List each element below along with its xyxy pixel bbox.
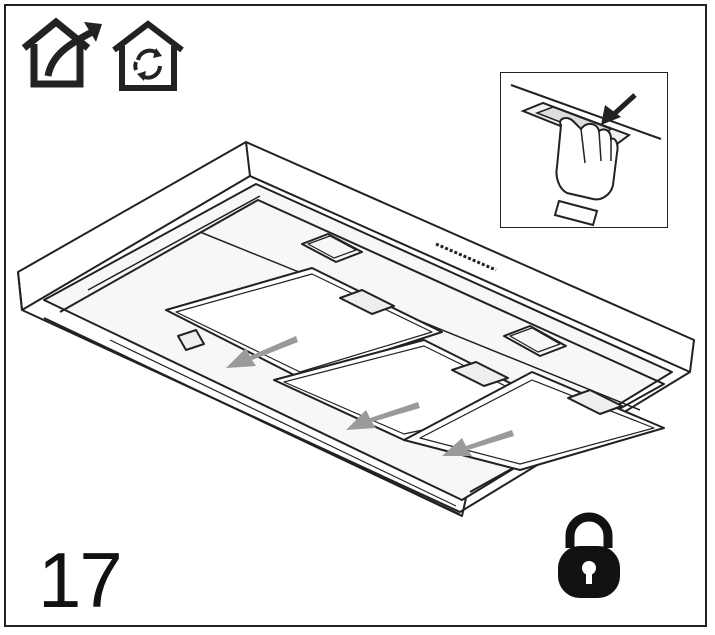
ducted-extraction-icon xyxy=(21,17,102,88)
recirculation-icon xyxy=(112,20,184,91)
latch-detail-inset xyxy=(500,72,668,228)
arrow-filter-3 xyxy=(442,430,514,456)
hand-pressing-latch-illustration xyxy=(510,84,662,227)
arrow-filter-1 xyxy=(226,336,298,368)
removal-arrows xyxy=(226,336,514,456)
arrow-filter-2 xyxy=(346,402,420,430)
lock-icon xyxy=(558,512,620,598)
step-number: 17 xyxy=(38,536,123,624)
grease-filter-1 xyxy=(165,267,443,379)
